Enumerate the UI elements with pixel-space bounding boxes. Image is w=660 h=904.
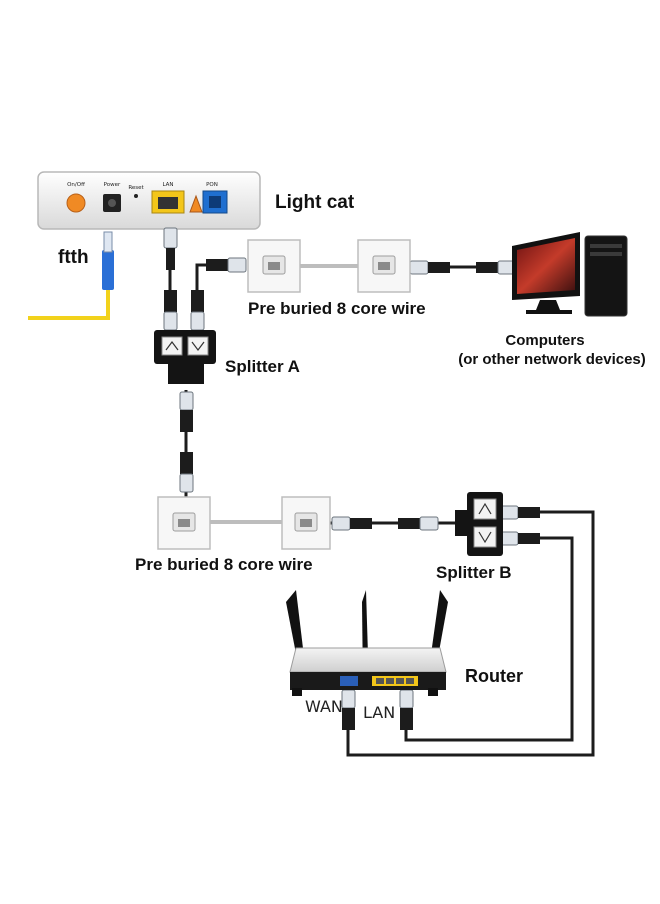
splitter-a xyxy=(154,330,216,384)
computers-sublabel: (or other network devices) xyxy=(458,351,646,368)
ftth-label: ftth xyxy=(58,247,89,268)
lan-ports-icon xyxy=(372,676,418,686)
splitter-b-label: Splitter B xyxy=(436,563,512,582)
rj45-plug xyxy=(399,689,414,730)
modem-reset-label: Reset xyxy=(128,185,144,191)
rj45-plug xyxy=(179,391,194,432)
wall-plate-top-right xyxy=(357,239,411,293)
rj45-plug xyxy=(190,290,205,331)
computer-icon xyxy=(512,232,628,317)
rj45-plug xyxy=(341,689,356,730)
power-button-icon xyxy=(66,193,86,213)
wall-plate-bottom-right xyxy=(281,496,331,550)
warning-sticker-icon xyxy=(189,194,203,213)
lan-label: LAN xyxy=(363,703,395,722)
optical-modem: On/Off Power Reset LAN PON xyxy=(37,171,261,230)
wire-bottom-label: Pre buried 8 core wire xyxy=(135,555,313,574)
modem-lan-label: LAN xyxy=(162,182,173,188)
rj45-plug xyxy=(409,260,450,275)
wan-label: WAN xyxy=(305,697,343,716)
rj45-plug xyxy=(331,516,372,531)
wall-plate-bottom-left xyxy=(157,496,211,550)
modem-power-label: Power xyxy=(104,182,121,188)
rj45-plug xyxy=(398,516,439,531)
fiber-connector-icon xyxy=(102,250,114,290)
rj45-plug xyxy=(163,227,178,270)
wan-port-icon xyxy=(340,676,358,686)
rj45-plug xyxy=(499,531,540,546)
router-label: Router xyxy=(465,666,523,686)
rj45-plug xyxy=(206,257,247,273)
modem-onoff-label: On/Off xyxy=(67,182,85,188)
computers-label: Computers xyxy=(505,332,584,349)
wall-plate-top-left xyxy=(247,239,301,293)
rj45-plug xyxy=(499,505,540,520)
rj45-plugs xyxy=(163,227,540,730)
rj45-plug xyxy=(476,260,517,275)
rj45-plug xyxy=(163,290,178,331)
reset-hole-icon xyxy=(134,194,138,198)
rj45-plug xyxy=(179,452,194,493)
wire-top-label: Pre buried 8 core wire xyxy=(248,299,426,318)
light-cat-label: Light cat xyxy=(275,192,355,213)
splitter-a-label: Splitter A xyxy=(225,357,300,376)
router-icon xyxy=(286,590,448,696)
fiber-cable xyxy=(28,231,114,320)
splitter-b xyxy=(455,492,503,556)
modem-pon-label: PON xyxy=(206,182,218,188)
